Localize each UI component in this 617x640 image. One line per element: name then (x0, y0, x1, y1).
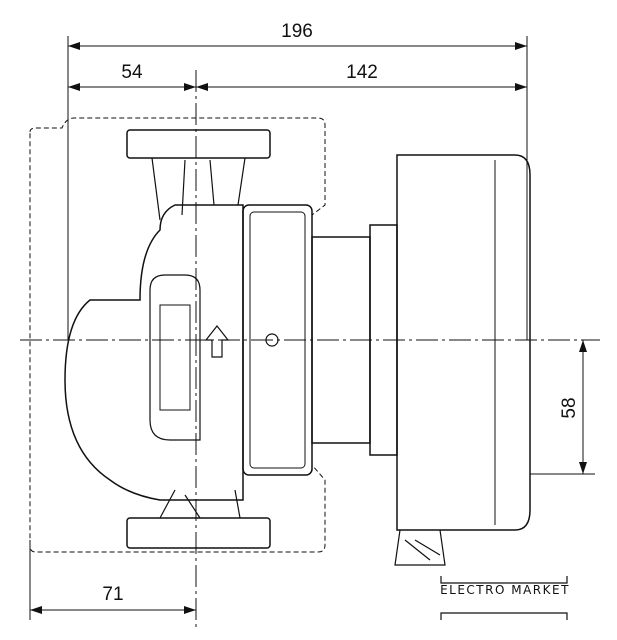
electro-market-logo: ELECTRO MARKET (440, 583, 570, 597)
volute-boss (149, 274, 201, 441)
dim-label-196: 196 (281, 21, 313, 42)
dim-label-71: 71 (102, 584, 123, 605)
bottom-flange (126, 517, 271, 549)
inlet-neck (151, 157, 246, 221)
dim-label-54: 54 (121, 62, 143, 83)
dim-label-58: 58 (559, 397, 580, 418)
outlet-neck (159, 489, 241, 519)
pump-volute (64, 204, 244, 501)
logo-frame (440, 576, 568, 620)
volute-boss-inner (159, 304, 191, 411)
flow-direction-arrow-icon (204, 325, 230, 358)
control-box (396, 154, 531, 531)
top-flange (126, 129, 271, 159)
pump-housing-inner (249, 211, 306, 469)
dim-label-142: 142 (346, 62, 378, 83)
vent-screw-icon (265, 333, 279, 347)
dashed-envelope (29, 117, 326, 553)
cable-gland (394, 529, 446, 566)
